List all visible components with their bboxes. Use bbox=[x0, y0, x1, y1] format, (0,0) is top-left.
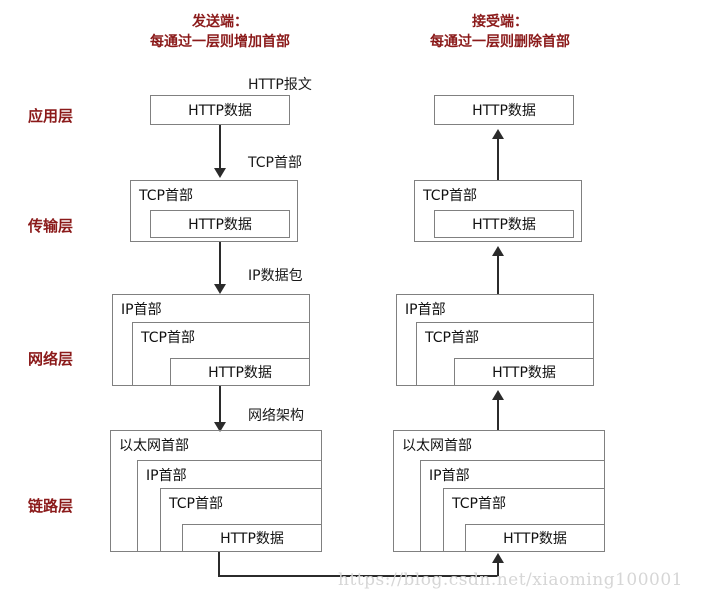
box-label-tcp-header: TCP首部 bbox=[169, 496, 223, 512]
box-label-http-data: HTTP数据 bbox=[503, 531, 567, 547]
box-label-tcp-header: TCP首部 bbox=[141, 330, 195, 346]
receiver-arrow-network-to-transport bbox=[492, 246, 504, 256]
box-label-tcp-header: TCP首部 bbox=[423, 188, 477, 204]
box-label-http-data: HTTP数据 bbox=[220, 531, 284, 547]
transmission-path-right-segment bbox=[497, 563, 499, 577]
box-label-ip-header: IP首部 bbox=[429, 468, 470, 484]
receiver-arrow-link-to-network bbox=[492, 390, 504, 400]
box-label-http-data: HTTP数据 bbox=[472, 217, 536, 233]
receiver-connector-network-to-transport bbox=[497, 256, 499, 294]
annotation-http-message: HTTP报文 bbox=[248, 77, 312, 93]
sender-connector-network-to-link bbox=[219, 386, 221, 424]
annotation-ip-packet: IP数据包 bbox=[248, 268, 303, 284]
sender-arrow-app-to-transport bbox=[214, 168, 226, 178]
box-label-http-data: HTTP数据 bbox=[188, 103, 252, 119]
layer-label-network: 网络层 bbox=[28, 350, 74, 368]
sender-header: 发送端： 每通过一层则增加首部 bbox=[95, 12, 345, 52]
transmission-path-left-segment bbox=[218, 552, 220, 577]
receiver-application-http-data-box: HTTP数据 bbox=[434, 95, 574, 125]
receiver-connector-transport-to-app bbox=[497, 139, 499, 180]
box-label-tcp-header: TCP首部 bbox=[452, 496, 506, 512]
receiver-transport-http-data-box: HTTP数据 bbox=[434, 210, 574, 238]
receiver-link-http-data-box: HTTP数据 bbox=[465, 524, 605, 552]
receiver-header-subtitle: 每通过一层则删除首部 bbox=[430, 34, 570, 50]
sender-arrow-network-to-link bbox=[214, 422, 226, 432]
box-label-http-data: HTTP数据 bbox=[188, 217, 252, 233]
box-label-ip-header: IP首部 bbox=[146, 468, 187, 484]
box-label-http-data: HTTP数据 bbox=[472, 103, 536, 119]
transmission-path-arrow bbox=[492, 553, 504, 563]
box-label-http-data: HTTP数据 bbox=[492, 365, 556, 381]
annotation-tcp-header: TCP首部 bbox=[248, 155, 302, 171]
box-label-tcp-header: TCP首部 bbox=[425, 330, 479, 346]
layer-label-link: 链路层 bbox=[28, 497, 74, 515]
sender-transport-tcp-header-box: TCP首部 bbox=[130, 180, 298, 242]
box-label-http-data: HTTP数据 bbox=[208, 365, 272, 381]
sender-link-http-data-box: HTTP数据 bbox=[182, 524, 322, 552]
receiver-header: 接受端： 每通过一层则删除首部 bbox=[375, 12, 625, 52]
transmission-path-horizontal-segment bbox=[218, 575, 499, 577]
sender-connector-app-to-transport bbox=[219, 125, 221, 168]
box-label-ethernet-header: 以太网首部 bbox=[402, 438, 472, 454]
receiver-arrow-transport-to-app bbox=[492, 129, 504, 139]
receiver-transport-tcp-header-box: TCP首部 bbox=[414, 180, 582, 242]
sender-header-subtitle: 每通过一层则增加首部 bbox=[150, 34, 290, 50]
sender-header-title: 发送端： bbox=[192, 14, 248, 30]
watermark: https://blog.csdn.net/xiaoming100001 bbox=[338, 570, 683, 590]
layer-label-transport: 传输层 bbox=[28, 217, 74, 235]
receiver-header-title: 接受端： bbox=[472, 14, 528, 30]
box-label-ip-header: IP首部 bbox=[405, 302, 446, 318]
sender-transport-http-data-box: HTTP数据 bbox=[150, 210, 290, 238]
sender-network-http-data-box: HTTP数据 bbox=[170, 358, 310, 386]
sender-arrow-transport-to-network bbox=[214, 284, 226, 294]
box-label-tcp-header: TCP首部 bbox=[139, 188, 193, 204]
box-label-ip-header: IP首部 bbox=[121, 302, 162, 318]
annotation-network-frame: 网络架构 bbox=[248, 408, 304, 424]
receiver-connector-link-to-network bbox=[497, 400, 499, 430]
layer-label-application: 应用层 bbox=[28, 107, 74, 125]
sender-connector-transport-to-network bbox=[219, 242, 221, 284]
receiver-network-http-data-box: HTTP数据 bbox=[454, 358, 594, 386]
sender-application-http-data-box: HTTP数据 bbox=[150, 95, 290, 125]
box-label-ethernet-header: 以太网首部 bbox=[119, 438, 189, 454]
